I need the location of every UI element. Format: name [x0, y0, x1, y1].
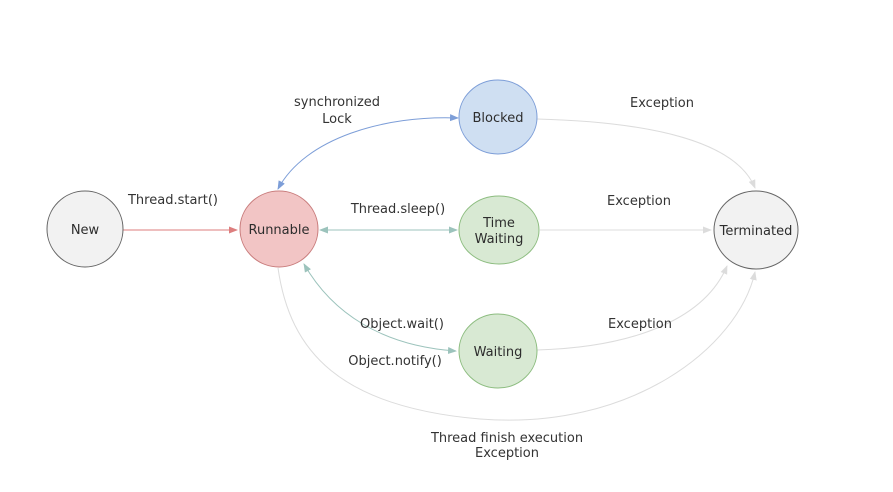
node-time-waiting: Time Waiting — [458, 195, 540, 265]
nodes: New Runnable Blocked Time Waiting Waitin… — [46, 79, 799, 389]
label-thread-start: Thread.start() — [127, 193, 218, 208]
label-exception-time-waiting: Exception — [607, 194, 671, 209]
edge-wait-notify — [303, 263, 457, 354]
node-runnable: Runnable — [239, 190, 319, 268]
label-lock: Lock — [322, 112, 352, 127]
node-waiting-shape — [458, 313, 538, 389]
node-terminated-shape — [713, 190, 799, 270]
node-terminated: Terminated — [713, 190, 799, 270]
node-waiting: Waiting — [458, 313, 538, 389]
label-object-wait: Object.wait() — [360, 317, 444, 332]
label-synchronized: synchronized — [294, 95, 380, 110]
node-new-label: New — [71, 223, 100, 238]
label-thread-sleep: Thread.sleep() — [350, 202, 445, 217]
node-blocked-shape — [458, 79, 538, 155]
label-thread-finish: Thread finish execution — [430, 431, 583, 446]
label-finish-exception: Exception — [475, 446, 539, 461]
edges — [123, 114, 757, 421]
node-runnable-shape — [239, 190, 319, 268]
node-new-shape — [46, 190, 124, 268]
edge-labels: Thread.start() synchronized Lock Thread.… — [127, 95, 694, 461]
node-new: New — [46, 190, 124, 268]
edge-exception-waiting — [536, 265, 728, 351]
edge-exception-blocked — [536, 118, 756, 189]
edge-thread-finish — [277, 267, 757, 421]
node-time-waiting-label-line1: Time — [482, 216, 515, 231]
node-blocked-label: Blocked — [473, 111, 524, 126]
node-time-waiting-label-line2: Waiting — [475, 232, 524, 247]
node-runnable-label: Runnable — [249, 223, 310, 238]
node-terminated-label: Terminated — [719, 224, 793, 239]
label-exception-blocked: Exception — [630, 96, 694, 111]
label-exception-waiting: Exception — [608, 317, 672, 332]
node-blocked: Blocked — [458, 79, 538, 155]
node-waiting-label: Waiting — [474, 345, 523, 360]
node-time-waiting-shape — [458, 195, 540, 265]
edge-synchronized-lock — [277, 114, 459, 190]
label-object-notify: Object.notify() — [348, 354, 442, 369]
